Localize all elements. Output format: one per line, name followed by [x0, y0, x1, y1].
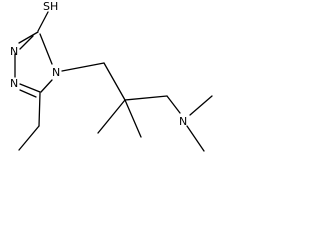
amine-nitrogen-label: N: [179, 115, 187, 128]
bond-c3-n2-double: [19, 35, 34, 50]
molecule-structure-canvas: SH N N N N: [10, 0, 213, 152]
bond-c5-n4: [40, 79, 53, 93]
bond-amine-n-methyl-a: [189, 95, 213, 116]
bond-amine-n-methyl-b: [186, 125, 205, 152]
bond-n1-c5: [19, 83, 41, 93]
bond-ch2-ch3: [18, 125, 40, 151]
bond-quaternary-c-methyl-b: [124, 99, 142, 138]
bond-ch2-quaternary-c: [103, 62, 126, 101]
triazole-ring: [14, 31, 53, 98]
ring-nitrogen-2-label: N: [10, 77, 18, 90]
thiol-label: SH: [43, 0, 58, 13]
bond-quaternary-c-ch2: [124, 95, 168, 101]
ring-nitrogen-4-label: N: [52, 66, 60, 79]
ethyl-group: [18, 92, 41, 151]
molecule-structure: SH N N N N: [10, 0, 213, 152]
bond-n4-ch2: [61, 62, 105, 72]
bond-n1-c5-double: [19, 89, 37, 98]
bond-c3-s: [37, 11, 49, 32]
bond-ch2-amine-n: [166, 95, 181, 114]
bond-c5-ch2: [38, 92, 41, 127]
bond-quaternary-c-methyl-a: [97, 99, 126, 134]
ring-nitrogen-1-label: N: [10, 45, 18, 58]
dimethylamino-group: [186, 95, 213, 152]
bond-c3-n2: [18, 31, 39, 44]
dimethylaminopropyl-chain: [61, 62, 181, 138]
bond-n4-c3: [39, 33, 53, 65]
